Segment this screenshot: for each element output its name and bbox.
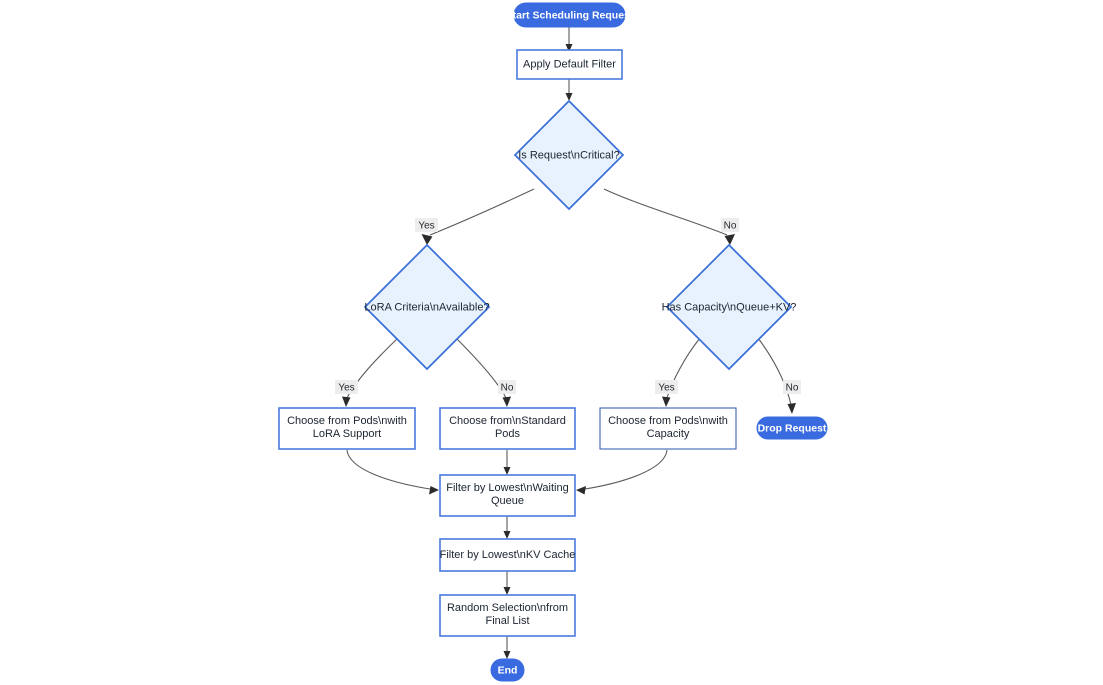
node-has-capacity-queue-kv[interactable]: Has Capacity\nQueue+KV? xyxy=(662,243,797,371)
node-label: Has Capacity\nQueue+KV? xyxy=(662,301,797,313)
node-label-line2: LoRA Support xyxy=(313,428,382,440)
node-random-selection-from-final-list[interactable]: Random Selection\nfrom Final List xyxy=(439,594,576,637)
edge-capacity-to-pods-cap xyxy=(662,337,701,407)
node-is-request-critical[interactable]: Is Request\nCritical? xyxy=(513,99,625,211)
edge-critical-to-lora xyxy=(421,188,535,245)
node-choose-from-pods-with-capacity[interactable]: Choose from Pods\nwith Capacity xyxy=(599,407,737,450)
node-shape-rect[interactable] xyxy=(516,49,623,80)
node-shape-diamond[interactable] xyxy=(363,243,491,371)
edge-random-to-end xyxy=(503,636,511,659)
node-label-line2: Capacity xyxy=(647,428,690,440)
node-choose-from-standard-pods[interactable]: Choose from\nStandard Pods xyxy=(439,407,576,450)
node-label: End xyxy=(498,664,518,676)
node-shape-diamond[interactable] xyxy=(665,243,793,371)
node-shape-rect[interactable] xyxy=(599,407,737,450)
node-label: Apply Default Filter xyxy=(523,58,616,70)
edge-label-lora-no: No xyxy=(498,380,516,394)
node-shape-rect[interactable] xyxy=(278,407,416,450)
node-shape-diamond[interactable] xyxy=(513,99,625,211)
node-end[interactable]: End xyxy=(490,658,525,682)
node-label: LoRA Criteria\nAvailable? xyxy=(364,301,489,313)
node-label-line2: Pods xyxy=(495,428,521,440)
edge-label-text: Yes xyxy=(658,383,674,394)
edge-layer xyxy=(342,27,796,659)
edge-label-capacity-yes: Yes xyxy=(655,380,678,394)
node-label-line1: Filter by Lowest\nWaiting xyxy=(446,482,568,494)
node-layer: Start Scheduling Request Apply Default F… xyxy=(278,2,828,682)
node-label: Is Request\nCritical? xyxy=(518,149,620,161)
edge-critical-to-capacity xyxy=(603,188,735,245)
node-label-line2: Final List xyxy=(485,615,529,627)
node-choose-from-pods-with-lora-support[interactable]: Choose from Pods\nwith LoRA Support xyxy=(278,407,416,450)
node-label-line2: Queue xyxy=(491,495,524,507)
node-label-line1: Choose from\nStandard xyxy=(449,415,566,427)
edge-default-to-critical xyxy=(565,79,573,101)
node-start-scheduling-request[interactable]: Start Scheduling Request xyxy=(506,2,634,28)
edge-label-text: Yes xyxy=(418,221,434,232)
node-label-line1: Choose from Pods\nwith xyxy=(287,415,407,427)
edge-label-text: No xyxy=(786,383,799,394)
node-label: Start Scheduling Request xyxy=(506,9,634,21)
edge-filter-queue-to-filter-kv xyxy=(503,516,511,539)
edge-label-critical-no: No xyxy=(721,218,739,232)
node-label: Filter by Lowest\nKV Cache xyxy=(440,549,576,561)
edge-pods-cap-to-filter-queue xyxy=(576,449,668,495)
edge-capacity-to-drop xyxy=(757,337,796,414)
node-filter-by-lowest-waiting-queue[interactable]: Filter by Lowest\nWaiting Queue xyxy=(439,474,576,517)
node-shape-rect[interactable] xyxy=(439,594,576,637)
node-shape-rect[interactable] xyxy=(439,474,576,517)
edge-label-text: No xyxy=(501,383,514,394)
edge-lora-to-pods-std xyxy=(455,337,511,407)
node-shape-pill[interactable] xyxy=(756,416,828,440)
edge-start-to-default xyxy=(565,27,573,52)
node-label-line1: Random Selection\nfrom xyxy=(447,602,568,614)
edge-lora-to-pods-lora xyxy=(342,337,399,407)
node-shape-pill[interactable] xyxy=(490,658,525,682)
edge-label-text: No xyxy=(724,221,737,232)
node-shape-pill[interactable] xyxy=(513,2,626,28)
node-label: Drop Request xyxy=(758,422,827,434)
edge-label-critical-yes: Yes xyxy=(415,218,438,232)
node-shape-rect[interactable] xyxy=(439,407,576,450)
node-drop-request[interactable]: Drop Request xyxy=(756,416,828,440)
node-label-line1: Choose from Pods\nwith xyxy=(608,415,728,427)
node-shape-rect[interactable] xyxy=(439,538,576,572)
node-lora-criteria-available[interactable]: LoRA Criteria\nAvailable? xyxy=(363,243,491,371)
node-filter-by-lowest-kv-cache[interactable]: Filter by Lowest\nKV Cache xyxy=(439,538,576,572)
node-apply-default-filter[interactable]: Apply Default Filter xyxy=(516,49,623,80)
edge-label-lora-yes: Yes xyxy=(335,380,358,394)
edge-pods-std-to-filter-queue xyxy=(503,450,511,475)
edge-pods-lora-to-filter-queue xyxy=(346,449,439,495)
edge-label-layer: Yes No Yes No Yes No xyxy=(335,218,801,394)
edge-label-capacity-no: No xyxy=(783,380,801,394)
edge-filter-kv-to-random xyxy=(503,571,511,595)
edge-label-text: Yes xyxy=(338,383,354,394)
